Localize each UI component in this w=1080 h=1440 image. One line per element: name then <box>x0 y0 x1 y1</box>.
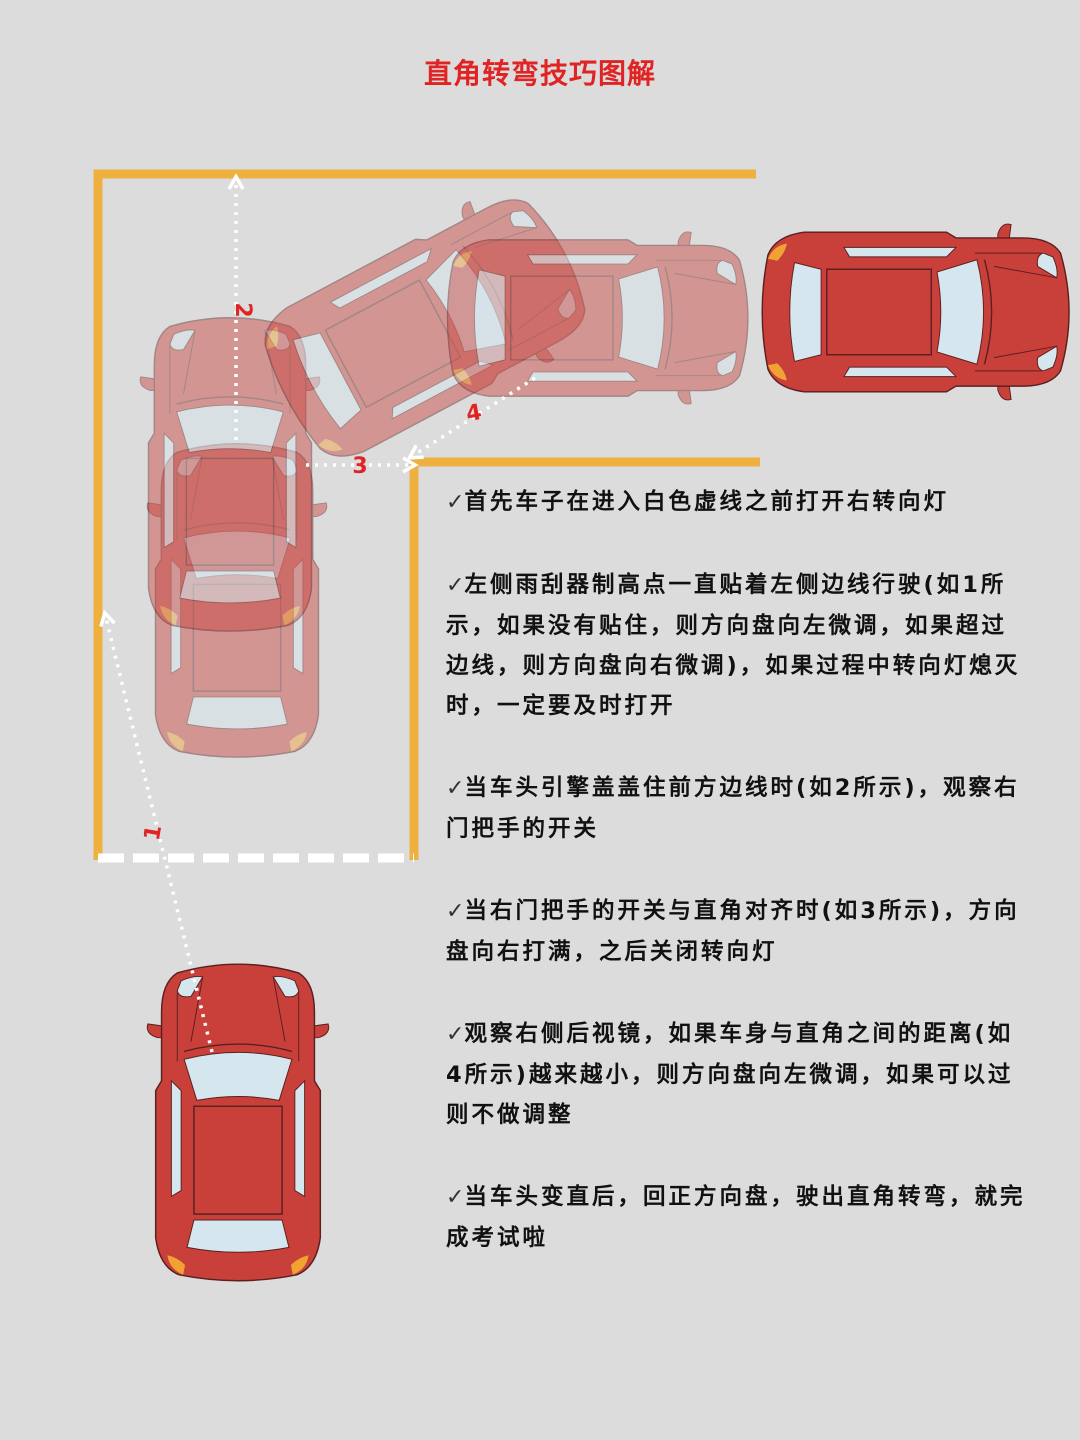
page-title: 直角转弯技巧图解 <box>423 57 656 90</box>
step-text: 当车头变直后，回正方向盘，驶出直角转弯，就完成考试啦 <box>446 1184 1026 1251</box>
step-text: 当车头引擎盖盖住前方边线时(如2所示)，观察右门把手的开关 <box>446 775 1020 842</box>
step-6: ✓当车头变直后，回正方向盘，驶出直角转弯，就完成考试啦 <box>446 1177 1026 1258</box>
step-1: ✓首先车子在进入白色虚线之前打开右转向灯 <box>446 482 1026 523</box>
step-3: ✓当车头引擎盖盖住前方边线时(如2所示)，观察右门把手的开关 <box>446 768 1026 849</box>
checkmark-icon: ✓ <box>446 899 465 924</box>
instruction-list: ✓首先车子在进入白色虚线之前打开右转向灯 ✓左侧雨刮器制高点一直贴着左侧边线行驶… <box>446 482 1026 1300</box>
guide-lines <box>99 173 536 1053</box>
car-start <box>146 963 330 1282</box>
checkmark-icon: ✓ <box>446 490 465 515</box>
car-exit <box>761 223 1070 401</box>
marker-1: 1 <box>140 823 167 842</box>
marker-3: 3 <box>352 454 367 479</box>
step-text: 首先车子在进入白色虚线之前打开右转向灯 <box>464 489 949 515</box>
step-5: ✓观察右侧后视镜，如果车身与直角之间的距离(如4所示)越来越小，则方向盘向左微调… <box>446 1014 1026 1135</box>
checkmark-icon: ✓ <box>446 776 465 801</box>
step-text: 观察右侧后视镜，如果车身与直角之间的距离(如4所示)越来越小，则方向盘向左微调，… <box>446 1021 1014 1128</box>
step-4: ✓当右门把手的开关与直角对齐时(如3所示)，方向盘向右打满，之后关闭转向灯 <box>446 891 1026 972</box>
car-ghost-horizontal <box>446 231 749 405</box>
marker-4: 4 <box>464 400 483 427</box>
step-text: 当右门把手的开关与直角对齐时(如3所示)，方向盘向右打满，之后关闭转向灯 <box>446 898 1020 965</box>
checkmark-icon: ✓ <box>446 1022 465 1047</box>
step-text: 左侧雨刮器制高点一直贴着左侧边线行驶(如1所示，如果没有贴住，则方向盘向左微调，… <box>446 572 1021 719</box>
checkmark-icon: ✓ <box>446 1185 465 1210</box>
marker-2: 2 <box>230 302 255 317</box>
checkmark-icon: ✓ <box>446 573 465 598</box>
step-2: ✓左侧雨刮器制高点一直贴着左侧边线行驶(如1所示，如果没有贴住，则方向盘向左微调… <box>446 565 1026 726</box>
